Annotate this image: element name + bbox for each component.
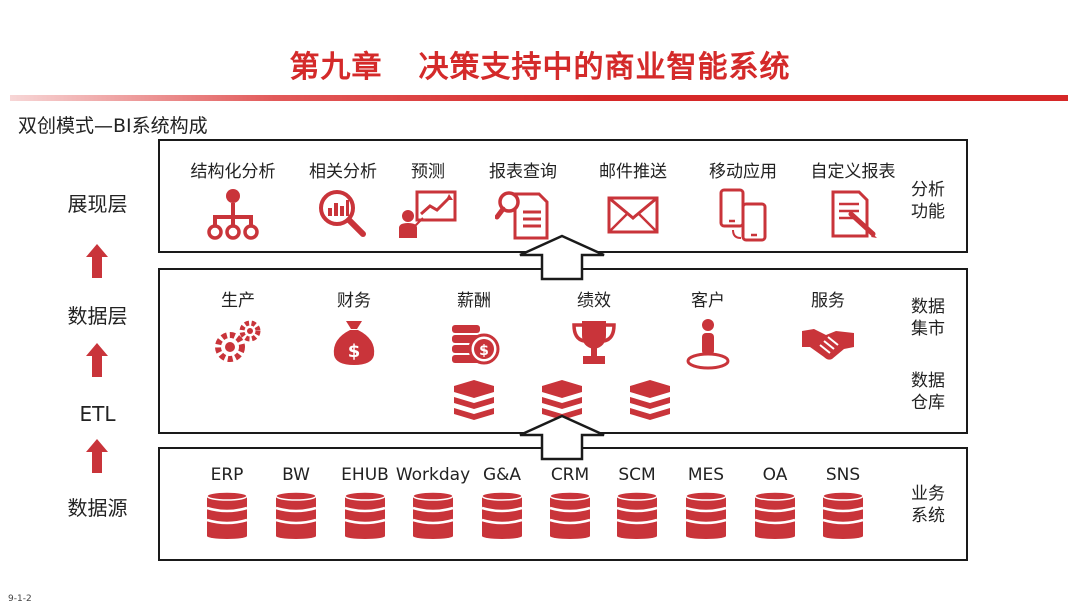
analysis-item-structured: 结构化分析	[178, 157, 288, 240]
slide-subtitle: 双创模式—BI系统构成	[18, 115, 208, 137]
money-bag-icon: $	[333, 321, 375, 365]
data-layer-box: 生产 财务 $ 薪酬 $ 绩效	[158, 268, 968, 434]
database-icon	[549, 491, 591, 539]
up-arrow-icon	[86, 244, 108, 278]
layer-label-etl: ETL	[79, 402, 116, 426]
source-system-label: MES	[687, 465, 725, 485]
report-search-icon	[495, 191, 549, 240]
person-icon	[686, 319, 730, 370]
analysis-item-custom-report: 自定义报表	[798, 157, 908, 240]
svg-text:$: $	[348, 341, 361, 362]
database-icon	[481, 491, 523, 539]
envelope-icon	[607, 196, 659, 234]
datamart-item-salary: 薪酬 $	[426, 286, 522, 367]
source-system-3: Workday	[388, 465, 478, 539]
database-icon	[754, 491, 796, 539]
chapter-number: 第九章	[289, 50, 383, 85]
magnifier-chart-icon	[319, 190, 366, 237]
title-divider	[10, 95, 1068, 101]
analysis-item-email-push: 邮件推送	[578, 157, 688, 240]
datamart-item-service: 服务	[780, 286, 876, 367]
layer-label-source: 数据源	[67, 496, 128, 520]
source-system-label: OA	[762, 465, 788, 485]
source-system-label: SNS	[825, 465, 861, 485]
source-system-4: G&A	[457, 465, 547, 539]
database-icon	[822, 491, 864, 539]
source-system-label: Workday	[395, 465, 471, 485]
hierarchy-icon	[207, 189, 259, 240]
up-arrow-icon	[86, 343, 108, 377]
source-system-label: CRM	[550, 465, 590, 485]
analysis-item-correlation: 相关分析	[298, 157, 388, 240]
source-system-1: BW	[251, 465, 341, 539]
layers-stack-icon	[454, 380, 494, 420]
layer-label-data: 数据层	[67, 304, 128, 328]
source-system-label: G&A	[482, 465, 522, 485]
database-icon	[275, 491, 317, 539]
database-icon	[206, 491, 248, 539]
analysis-side-label: 分析 功能	[911, 180, 945, 222]
source-system-label: SCM	[618, 465, 656, 485]
up-arrow-icon	[86, 439, 108, 473]
chapter-title: 决策支持中的商业智能系统	[418, 50, 791, 85]
source-system-label: EHUB	[341, 465, 389, 485]
warehouse-side-label: 数据 仓库	[911, 371, 945, 413]
svg-text:$: $	[479, 343, 489, 359]
datamart-item-customer: 客户	[660, 286, 756, 371]
trophy-icon	[572, 321, 616, 364]
source-layer-box: ERP BW EHUB Workday G&A CRM SCM MES OA SNS 业务 系统	[158, 447, 968, 561]
layer-label-presentation: 展现层	[67, 192, 128, 216]
database-icon	[685, 491, 727, 539]
source-system-6: SCM	[592, 465, 682, 539]
page-title: 第九章决策支持中的商业智能系统	[0, 42, 1080, 86]
database-icon	[412, 491, 454, 539]
layers-stack-icon	[630, 380, 670, 420]
source-system-8: OA	[730, 465, 820, 539]
database-icon	[616, 491, 658, 539]
source-system-7: MES	[661, 465, 751, 539]
handshake-icon	[802, 329, 854, 360]
document-pen-icon	[831, 190, 877, 238]
mobile-devices-icon	[719, 188, 767, 242]
hollow-up-arrow-icon	[519, 414, 605, 461]
hollow-up-arrow-icon	[519, 234, 605, 281]
datamart-side-label: 数据 集市	[911, 297, 945, 339]
analysis-item-report-query: 报表查询	[468, 157, 578, 240]
source-system-0: ERP	[182, 465, 272, 539]
gears-icon	[215, 320, 261, 362]
source-system-9: SNS	[798, 465, 888, 539]
analysis-item-mobile: 移动应用	[688, 157, 798, 244]
datamart-item-performance: 绩效	[546, 286, 642, 367]
datamart-item-finance: 财务 $	[306, 286, 402, 367]
source-system-label: BW	[282, 465, 310, 485]
coins-icon: $	[452, 325, 500, 365]
presenter-chart-icon	[399, 190, 457, 238]
datamart-item-production: 生产	[190, 286, 286, 367]
source-system-5: CRM	[525, 465, 615, 539]
analysis-item-forecast: 预测	[388, 157, 468, 240]
layers-stack-icon	[542, 380, 582, 420]
source-system-2: EHUB	[320, 465, 410, 539]
database-icon	[344, 491, 386, 539]
source-side-label: 业务 系统	[911, 484, 945, 526]
page-footer: 9-1-2	[8, 594, 32, 604]
analysis-layer-box: 结构化分析 相关分析 预测	[158, 139, 968, 253]
source-system-label: ERP	[210, 465, 244, 485]
